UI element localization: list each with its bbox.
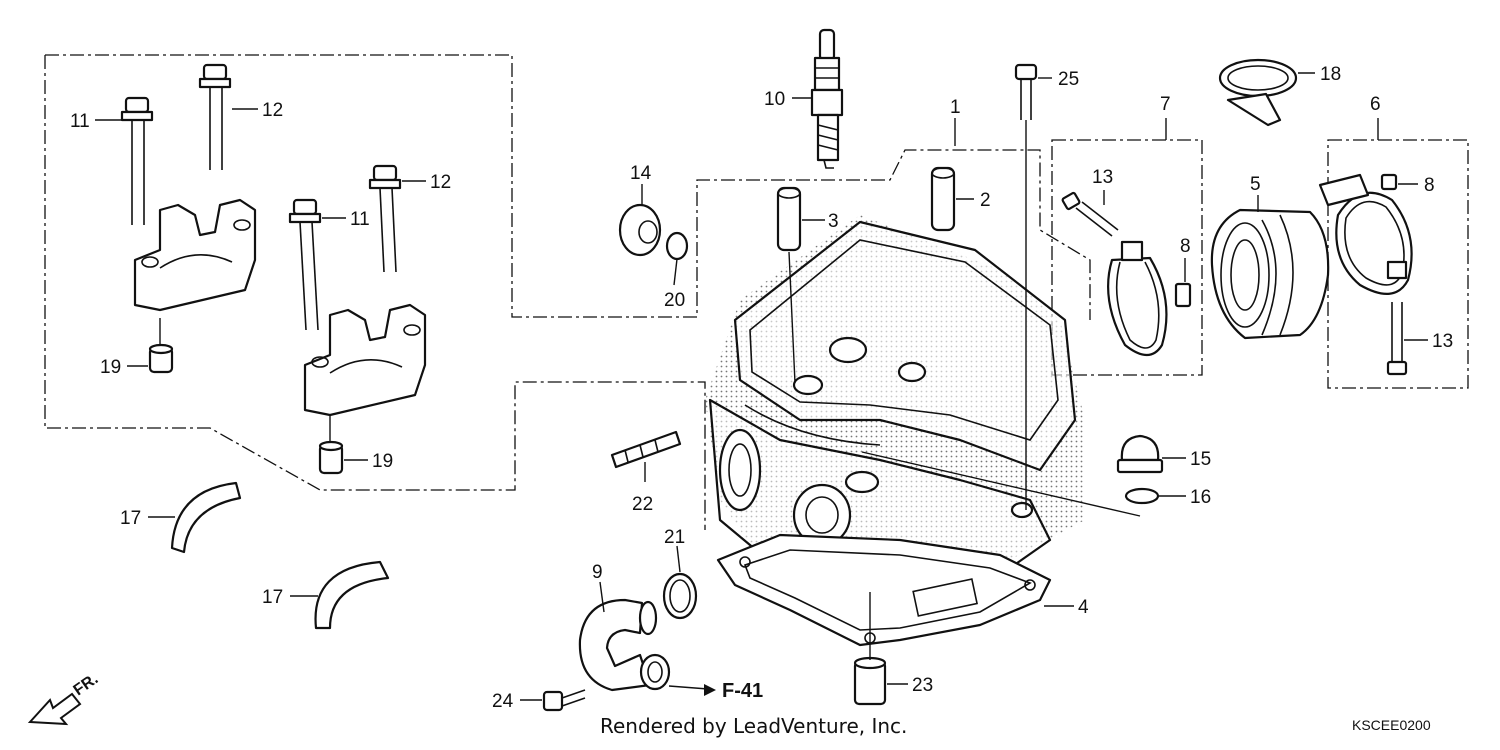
- callout-19-upper: 19: [100, 357, 121, 378]
- callout-12-lower: 12: [430, 172, 451, 193]
- bolt-11-upper: [120, 96, 154, 225]
- callout-24: 24: [492, 691, 514, 712]
- callout-18: 18: [1320, 64, 1341, 85]
- callout-10: 10: [764, 89, 785, 110]
- group-box-camshaft-holders: [44, 54, 1091, 530]
- nut-8-left: [1174, 282, 1192, 308]
- dowel-pin-23: [853, 656, 887, 706]
- washer-16: [1124, 487, 1160, 505]
- callout-17-upper: 17: [120, 508, 141, 529]
- spark-plug: [810, 28, 844, 169]
- callout-25: 25: [1058, 69, 1079, 90]
- callout-7: 7: [1160, 94, 1171, 115]
- reference-label[interactable]: F-41: [722, 680, 763, 702]
- callout-14: 14: [630, 163, 652, 184]
- callout-17-lower: 17: [262, 587, 283, 608]
- bolt-25: [1014, 63, 1038, 120]
- direction-label: FR.: [71, 671, 102, 700]
- camshaft-holder-lower: [303, 303, 427, 417]
- callout-12-upper: 12: [262, 100, 283, 121]
- callout-9: 9: [592, 562, 603, 583]
- callout-11-lower: 11: [350, 209, 370, 230]
- callout-15: 15: [1190, 449, 1211, 470]
- callout-3: 3: [828, 211, 839, 232]
- nut-8-right: [1380, 173, 1398, 191]
- callout-13-upper: 13: [1092, 167, 1113, 188]
- callout-5: 5: [1250, 174, 1261, 195]
- callout-13-lower: 13: [1432, 331, 1453, 352]
- callout-2: 2: [980, 190, 991, 211]
- bolt-12-lower: [368, 164, 402, 273]
- clamp-band-7: [1107, 240, 1168, 357]
- valve-guide-3: [776, 186, 802, 252]
- credit-text: Rendered by LeadVenture, Inc.: [600, 714, 907, 738]
- callout-8-left: 8: [1180, 236, 1191, 257]
- camshaft-holder-upper: [133, 198, 257, 312]
- hose-clamp-18: [1218, 58, 1298, 127]
- front-direction-arrow-icon: [27, 692, 82, 726]
- bolt-11-lower: [288, 198, 322, 331]
- callout-labels: 1 2 3 4 5 6 7 8 8 9 10 11 11 12 12 13 13…: [70, 64, 1453, 712]
- leader-lines: [95, 72, 1428, 701]
- callout-1: 1: [950, 97, 961, 118]
- gasket: [716, 533, 1052, 647]
- dowel-pin-19-upper: [148, 343, 174, 374]
- dowel-pin-19-lower: [318, 440, 344, 475]
- bolt-12-upper: [198, 63, 232, 170]
- callout-16: 16: [1190, 487, 1211, 508]
- cap-nut: [1116, 434, 1164, 474]
- cylinder-head: [705, 215, 1085, 592]
- callout-8-right: 8: [1424, 175, 1435, 196]
- water-joint: [578, 598, 671, 692]
- callout-20: 20: [664, 290, 685, 311]
- diagram-code: KSCEE0200: [1352, 717, 1431, 733]
- callout-21: 21: [664, 527, 685, 548]
- o-ring-20: [665, 231, 689, 261]
- clamp-band-6: [1318, 173, 1413, 295]
- stud-bolt: [610, 430, 682, 469]
- bolt-24: [542, 689, 586, 712]
- insulator: [1210, 208, 1330, 340]
- valve-guide-2: [930, 166, 956, 232]
- callout-23: 23: [912, 675, 933, 696]
- callout-19-lower: 19: [372, 451, 393, 472]
- callout-11-upper: 11: [70, 111, 90, 132]
- callout-6: 6: [1370, 94, 1381, 115]
- seal-17-upper: [170, 481, 242, 554]
- cap-14: [618, 203, 662, 257]
- bolt-13-lower: [1386, 302, 1408, 376]
- callout-22: 22: [632, 494, 653, 515]
- bolt-13-upper: [1061, 191, 1119, 237]
- seal-17-lower: [314, 560, 390, 630]
- callout-4: 4: [1078, 597, 1089, 618]
- group-box-7: [1051, 139, 1203, 376]
